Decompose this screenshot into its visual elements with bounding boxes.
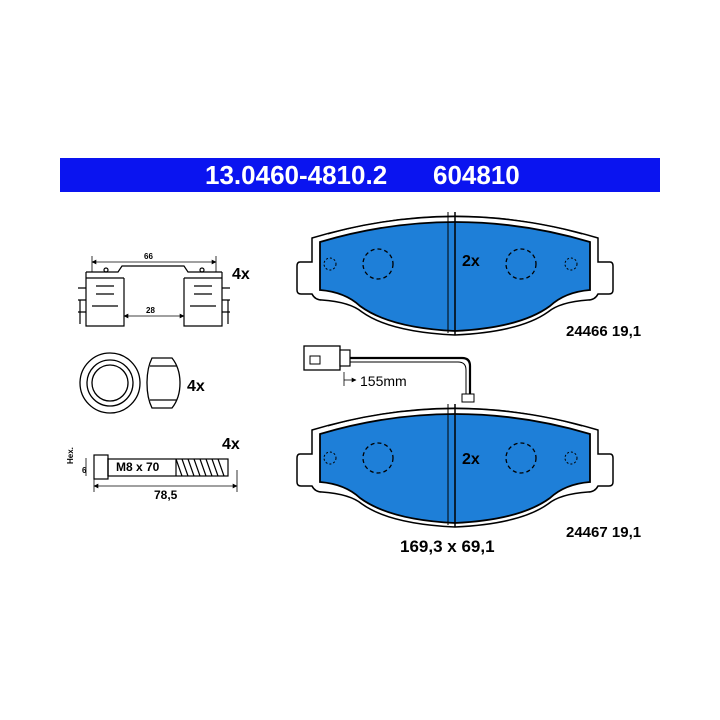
brake-pad-upper (296, 212, 614, 336)
bolt-thread: M8 x 70 (116, 460, 160, 474)
bolt-length: 78,5 (154, 488, 178, 502)
pad-dimensions: 169,3 x 69,1 (400, 537, 495, 556)
sleeve-quantity: 4x (187, 378, 205, 395)
pad-upper-ref: 24466 19,1 (566, 323, 642, 340)
guide-bolt (85, 454, 238, 492)
wear-sensor (303, 345, 475, 403)
clip-quantity: 4x (232, 266, 250, 283)
pad-upper-quantity: 2x (462, 253, 480, 270)
bolt-quantity: 4x (222, 436, 240, 453)
spring-clip (78, 256, 230, 327)
pad-lower-ref: 24467 19,1 (566, 524, 642, 541)
article-number: 604810 (433, 160, 520, 190)
clip-dimension-top: 66 (144, 252, 153, 261)
bolt-hex-size: 6 (82, 466, 87, 475)
guide-sleeve (79, 352, 181, 414)
brake-pad-lower (296, 404, 614, 528)
bolt-hex-label: Hex. (66, 447, 75, 464)
clip-dimension-bottom: 28 (146, 306, 155, 315)
pad-lower-quantity: 2x (462, 451, 480, 468)
header-banner: 13.0460-4810.2 604810 (60, 158, 660, 192)
part-number: 13.0460-4810.2 (205, 160, 388, 190)
sensor-cable-length: 155mm (360, 373, 407, 389)
